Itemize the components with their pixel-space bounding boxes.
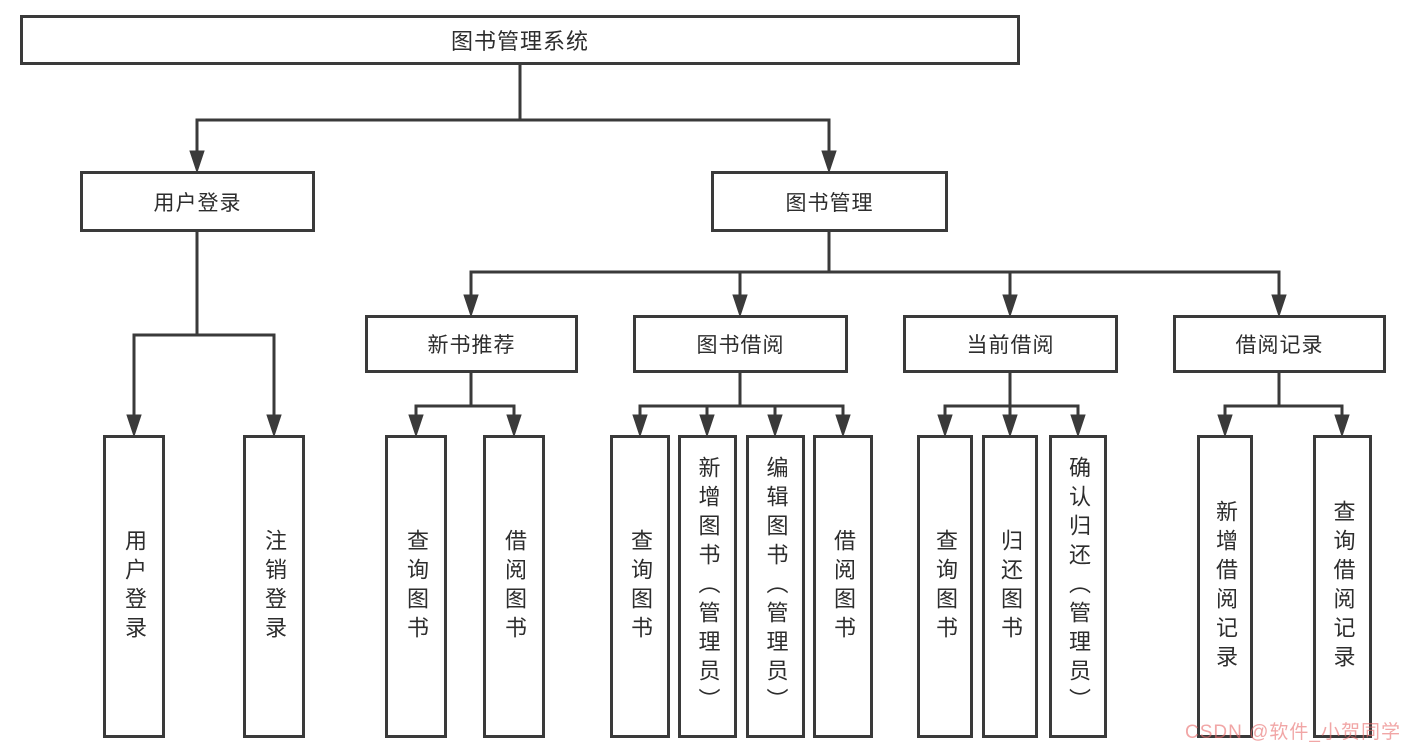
- node-new-book-recommend: 新书推荐: [365, 315, 578, 373]
- leaf-logout: 注销登录: [243, 435, 305, 738]
- leaf-confirm-return-admin-label: 确认归还（管理员）: [1066, 456, 1091, 717]
- connector-current-to-leaves: [937, 373, 1086, 438]
- leaf-borrow-books-recommend-label: 借阅图书: [502, 528, 527, 645]
- leaf-query-books-borrow-label: 查询图书: [628, 528, 653, 645]
- node-user-login: 用户登录: [80, 171, 315, 232]
- node-current-borrow-label: 当前借阅: [966, 334, 1055, 357]
- node-borrow-records-label: 借阅记录: [1235, 334, 1324, 357]
- leaf-query-books-recommend-label: 查询图书: [404, 528, 429, 645]
- leaf-logout-label: 注销登录: [262, 528, 287, 645]
- leaf-add-books-admin: 新增图书（管理员）: [678, 435, 737, 738]
- leaf-query-books-current: 查询图书: [917, 435, 973, 738]
- node-book-management-label: 图书管理: [785, 191, 874, 215]
- leaf-user-login-label: 用户登录: [122, 528, 147, 645]
- connector-bookmgmt-to-level3: [463, 232, 1287, 318]
- leaf-borrow-books-label: 借阅图书: [831, 528, 856, 645]
- leaf-query-books-current-label: 查询图书: [933, 528, 958, 645]
- leaf-borrow-books-recommend: 借阅图书: [483, 435, 545, 738]
- node-book-management: 图书管理: [711, 171, 948, 232]
- connector-borrow-to-leaves: [632, 373, 851, 438]
- leaf-query-books-borrow: 查询图书: [610, 435, 670, 738]
- csdn-watermark: CSDN @软件_小贺同学: [1185, 722, 1401, 743]
- connector-root-to-level2: [189, 65, 837, 174]
- leaf-return-books-label: 归还图书: [998, 528, 1023, 645]
- node-library-system: 图书管理系统: [20, 15, 1020, 65]
- node-library-system-label: 图书管理系统: [450, 29, 589, 54]
- node-book-borrow: 图书借阅: [633, 315, 848, 373]
- node-book-borrow-label: 图书借阅: [696, 334, 785, 357]
- leaf-edit-books-admin: 编辑图书（管理员）: [746, 435, 805, 738]
- leaf-query-borrow-record: 查询借阅记录: [1313, 435, 1372, 738]
- node-user-login-label: 用户登录: [153, 191, 242, 215]
- leaf-add-books-admin-label: 新增图书（管理员）: [695, 456, 721, 717]
- connector-userlogin-to-leaves: [126, 232, 282, 438]
- leaf-return-books: 归还图书: [982, 435, 1038, 738]
- connector-records-to-leaves: [1217, 373, 1350, 438]
- connector-newbook-to-leaves: [408, 373, 522, 438]
- leaf-edit-books-admin-label: 编辑图书（管理员）: [763, 456, 789, 717]
- node-current-borrow: 当前借阅: [903, 315, 1118, 373]
- leaf-add-borrow-record-label: 新增借阅记录: [1213, 499, 1238, 674]
- node-new-book-recommend-label: 新书推荐: [427, 334, 516, 357]
- leaf-add-borrow-record: 新增借阅记录: [1197, 435, 1253, 738]
- leaf-borrow-books: 借阅图书: [813, 435, 873, 738]
- node-borrow-records: 借阅记录: [1173, 315, 1386, 373]
- leaf-query-books-recommend: 查询图书: [385, 435, 447, 738]
- leaf-query-borrow-record-label: 查询借阅记录: [1330, 499, 1356, 674]
- leaf-confirm-return-admin: 确认归还（管理员）: [1049, 435, 1107, 738]
- leaf-user-login: 用户登录: [103, 435, 165, 738]
